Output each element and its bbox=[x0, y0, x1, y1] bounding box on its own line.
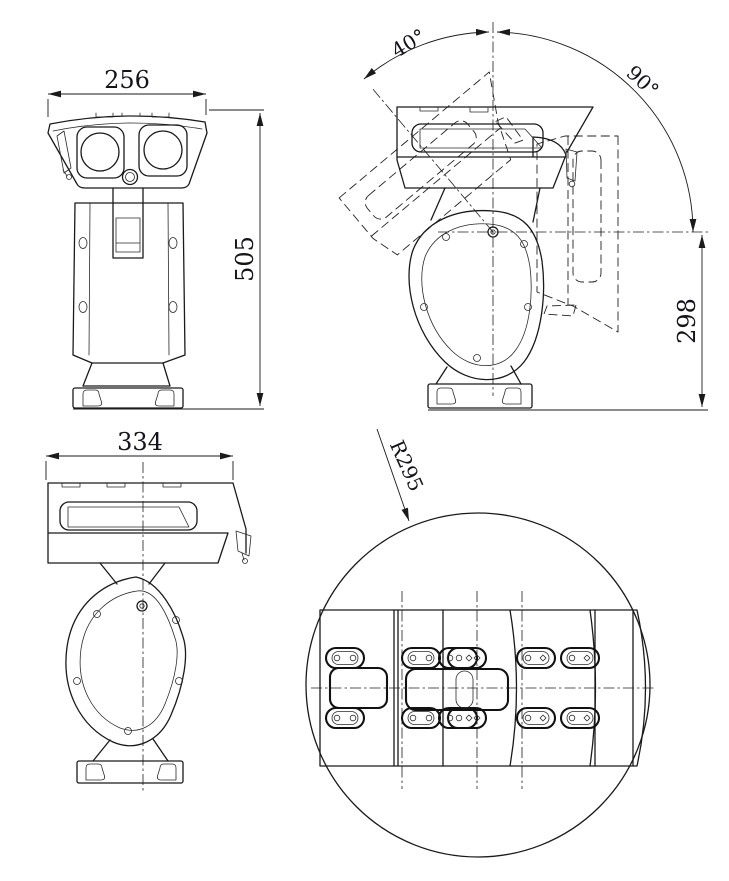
front-neck-slot bbox=[115, 217, 141, 253]
dim-tilt-up-angle: 40° bbox=[387, 24, 430, 63]
front-head-top-tabs bbox=[95, 112, 170, 118]
side-base-legs bbox=[92, 738, 169, 762]
lens-left bbox=[80, 132, 120, 172]
detail-cable-port-center bbox=[404, 667, 510, 712]
slot-inner bbox=[522, 711, 550, 725]
rot-latch-screw bbox=[568, 180, 576, 188]
front-base-plate bbox=[72, 387, 184, 409]
detail-cable-port-left bbox=[328, 666, 389, 710]
front-foot-left bbox=[82, 389, 103, 407]
side-housing-outline bbox=[47, 482, 247, 564]
rot-screw bbox=[520, 240, 528, 248]
slot-inner bbox=[407, 711, 435, 725]
front-latch-screw bbox=[66, 174, 72, 180]
dim-front-height: 505 bbox=[231, 236, 259, 282]
side-arm bbox=[99, 562, 166, 585]
dim-pivot-height: 298 bbox=[673, 298, 701, 344]
column-hole bbox=[168, 237, 178, 249]
arc-40 bbox=[363, 28, 490, 80]
side-screw bbox=[124, 727, 132, 735]
side-foot-left bbox=[85, 763, 106, 781]
slot bbox=[515, 706, 557, 730]
rot-screw bbox=[442, 233, 450, 241]
side-pivot bbox=[136, 600, 148, 612]
side-screw bbox=[175, 677, 183, 685]
side-teardrop-outer bbox=[65, 576, 187, 747]
rot-centerline-40 bbox=[371, 87, 494, 233]
rot-teardrop-inner bbox=[421, 223, 532, 366]
phantom-housing-90 bbox=[536, 135, 619, 333]
column-hole bbox=[168, 301, 178, 313]
front-head-visor-line bbox=[52, 122, 203, 132]
side-teardrop-inner bbox=[79, 590, 178, 731]
rot-screw bbox=[420, 303, 428, 311]
rot-housing-window-inner bbox=[419, 128, 543, 149]
slot bbox=[559, 646, 601, 670]
side-pivot-inner bbox=[139, 603, 145, 609]
rot-foot-left bbox=[436, 387, 457, 405]
front-sensor-inner bbox=[125, 172, 135, 182]
slot-inner bbox=[522, 651, 550, 665]
slot bbox=[559, 706, 601, 730]
front-head-outline bbox=[47, 115, 208, 189]
side-view: 334 bbox=[45, 428, 252, 792]
rot-foot-right bbox=[501, 387, 522, 405]
front-skirt bbox=[82, 362, 171, 387]
slot-inner bbox=[566, 711, 594, 725]
slot-inner bbox=[566, 651, 594, 665]
lens-bezel-left bbox=[76, 126, 125, 179]
dim-tilt-down-angle: 90° bbox=[622, 60, 664, 102]
radius-leader bbox=[376, 428, 410, 522]
slot-double bbox=[437, 646, 479, 670]
slot bbox=[515, 646, 557, 670]
side-rotation-view: 40° 90° 298 bbox=[338, 22, 708, 411]
side-latch bbox=[235, 530, 252, 561]
front-column bbox=[72, 202, 186, 364]
rot-teardrop-outer bbox=[408, 209, 545, 381]
dim-front-width: 256 bbox=[104, 66, 150, 94]
dim-side-length: 334 bbox=[117, 428, 163, 456]
side-housing-window bbox=[59, 501, 198, 531]
front-sensor bbox=[121, 168, 139, 186]
detail-circle bbox=[305, 512, 651, 858]
side-screw bbox=[73, 677, 81, 685]
column-hole bbox=[78, 301, 88, 313]
rot-base-plate bbox=[427, 383, 533, 409]
lens-bezel-right bbox=[138, 124, 188, 177]
rot-base-legs bbox=[435, 365, 522, 385]
rot-screw bbox=[524, 303, 532, 311]
detail-centerlines-vertical bbox=[401, 591, 523, 789]
column-hole bbox=[78, 237, 88, 249]
rot-housing-tabs bbox=[419, 106, 489, 113]
dim-334-extensions bbox=[45, 461, 234, 480]
rot-housing-outline bbox=[396, 106, 594, 189]
arc-90 bbox=[496, 28, 697, 233]
slot-inner bbox=[331, 651, 359, 665]
rot-screw bbox=[473, 354, 481, 362]
side-base-plate bbox=[76, 760, 184, 784]
side-foot-right bbox=[156, 763, 177, 781]
detail-view: R295 bbox=[305, 428, 656, 858]
front-foot-right bbox=[154, 389, 175, 407]
dim-256-extensions bbox=[47, 99, 207, 117]
side-latch-screw bbox=[242, 558, 248, 564]
side-screw bbox=[172, 616, 180, 624]
side-window-inner bbox=[67, 506, 190, 528]
front-column-edges bbox=[88, 202, 170, 356]
side-housing-tabs bbox=[61, 482, 182, 488]
front-neck bbox=[112, 187, 144, 259]
front-left-latch bbox=[56, 130, 72, 177]
front-view: 256 505 bbox=[47, 66, 264, 410]
slot-inner bbox=[407, 651, 435, 665]
slot-inner bbox=[331, 711, 359, 725]
rot-pivot-inner bbox=[490, 229, 496, 235]
side-screw bbox=[93, 610, 101, 618]
dim-swing-radius: R295 bbox=[385, 437, 429, 495]
detail-center-obround bbox=[455, 670, 474, 709]
lens-right bbox=[143, 130, 183, 170]
